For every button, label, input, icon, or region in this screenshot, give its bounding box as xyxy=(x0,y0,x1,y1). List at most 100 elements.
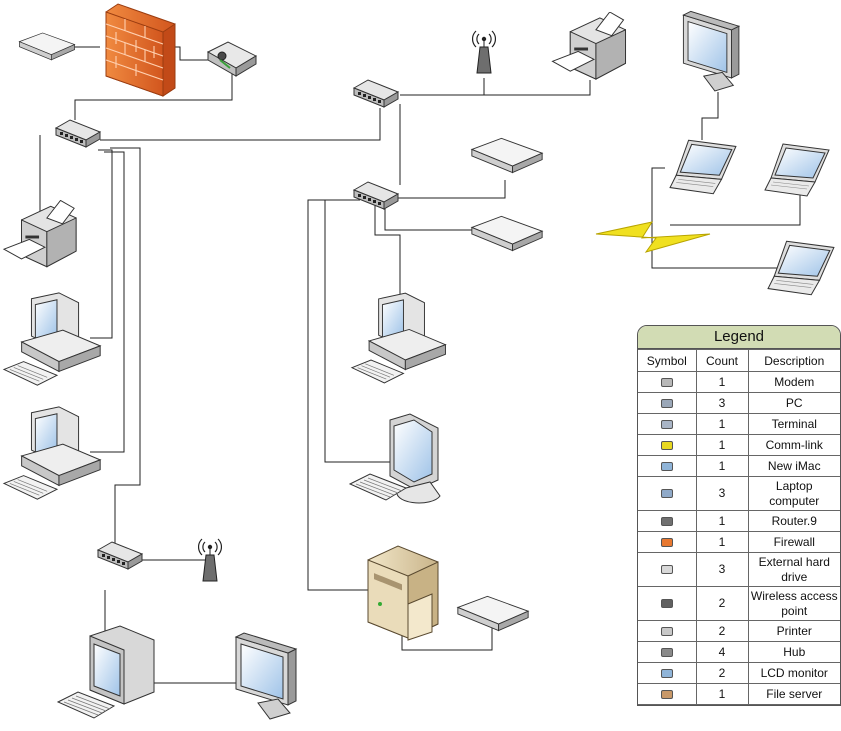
external-hard-drive-device xyxy=(471,137,543,174)
printer-device xyxy=(552,12,627,80)
legend-description-cell: External hard drive xyxy=(747,552,840,587)
legend-symbol-cell xyxy=(638,531,697,553)
legend-count-cell: 2 xyxy=(695,620,749,642)
legend-count-cell: 1 xyxy=(695,434,749,456)
lcd-monitor-device xyxy=(235,632,297,720)
file-server-device xyxy=(367,545,439,641)
legend-header-symbol: Symbol xyxy=(638,349,697,372)
legend-description-cell: Comm-link xyxy=(747,434,840,456)
hub-icon xyxy=(660,647,673,657)
imac-icon xyxy=(660,461,673,471)
legend-count-cell: 1 xyxy=(695,510,749,532)
comm-link-icon xyxy=(660,440,673,450)
imac-device xyxy=(349,413,441,504)
hub-device xyxy=(353,79,399,108)
legend-description-cell: Modem xyxy=(747,371,840,393)
legend-count-cell: 3 xyxy=(695,392,749,414)
file-server-icon xyxy=(660,689,673,699)
pc-device xyxy=(351,292,446,384)
laptop-device xyxy=(669,139,737,195)
printer-icon xyxy=(660,626,673,636)
legend-description-cell: Printer xyxy=(747,620,840,642)
external-hard-drive-icon xyxy=(660,565,673,575)
hub-device xyxy=(97,541,143,570)
legend-symbol-cell xyxy=(638,392,697,414)
legend-symbol-cell xyxy=(638,620,697,642)
legend-count-cell: 1 xyxy=(695,683,749,705)
legend-symbol-cell xyxy=(638,371,697,393)
legend-symbol-cell xyxy=(638,476,697,511)
legend-count-cell: 3 xyxy=(695,552,749,587)
legend-symbol-cell xyxy=(638,434,697,456)
legend-count-cell: 1 xyxy=(695,371,749,393)
legend-header-row: Symbol Count Description xyxy=(638,349,840,372)
legend-description-cell: Terminal xyxy=(747,413,840,435)
comm-link-bolt xyxy=(595,221,711,253)
legend-description-cell: Firewall xyxy=(747,531,840,553)
legend-symbol-cell xyxy=(638,586,697,621)
legend-count-cell: 2 xyxy=(695,662,749,684)
modem-device xyxy=(19,32,76,61)
laptop-device xyxy=(764,143,830,197)
pc-device xyxy=(3,406,101,500)
legend-count-cell: 2 xyxy=(695,586,749,621)
external-hard-drive-device xyxy=(457,595,529,632)
firewall-device xyxy=(105,3,176,97)
legend-count-cell: 1 xyxy=(695,413,749,435)
hub-device xyxy=(353,181,399,210)
laptop-device xyxy=(767,240,835,296)
terminal-device xyxy=(57,625,155,719)
legend-symbol-cell xyxy=(638,413,697,435)
legend-symbol-cell xyxy=(638,641,697,663)
legend-header-count: Count xyxy=(695,349,749,372)
terminal-icon xyxy=(660,419,673,429)
legend-symbol-cell xyxy=(638,552,697,587)
legend-header-description: Description xyxy=(747,349,840,372)
legend-symbol-cell xyxy=(638,510,697,532)
legend-description-cell: Wireless access point xyxy=(747,586,840,621)
firewall-icon xyxy=(660,537,673,547)
wireless-access-point-icon xyxy=(660,599,673,609)
router-device xyxy=(206,41,258,77)
legend-description-cell: LCD monitor xyxy=(747,662,840,684)
legend-symbol-cell xyxy=(638,683,697,705)
legend-count-cell: 1 xyxy=(695,455,749,477)
hub-device xyxy=(55,119,101,148)
legend-count-cell: 4 xyxy=(695,641,749,663)
lcd-monitor-icon xyxy=(660,668,673,678)
lcd-monitor-device xyxy=(682,10,740,92)
wireless-access-point-device xyxy=(472,30,496,74)
pc-icon xyxy=(660,398,673,408)
laptop-icon xyxy=(660,489,673,499)
pc-device xyxy=(3,292,101,386)
router-icon xyxy=(660,516,673,526)
legend-description-cell: Laptop computer xyxy=(747,476,840,511)
legend-symbol-cell xyxy=(638,455,697,477)
legend-count-cell: 1 xyxy=(695,531,749,553)
legend-count-cell: 3 xyxy=(695,476,749,511)
legend-description-cell: New iMac xyxy=(747,455,840,477)
legend-description-cell: PC xyxy=(747,392,840,414)
external-hard-drive-device xyxy=(471,215,543,252)
legend-description-cell: File server xyxy=(747,683,840,705)
legend-symbol-cell xyxy=(638,662,697,684)
legend-description-cell: Hub xyxy=(747,641,840,663)
modem-icon xyxy=(660,377,673,387)
